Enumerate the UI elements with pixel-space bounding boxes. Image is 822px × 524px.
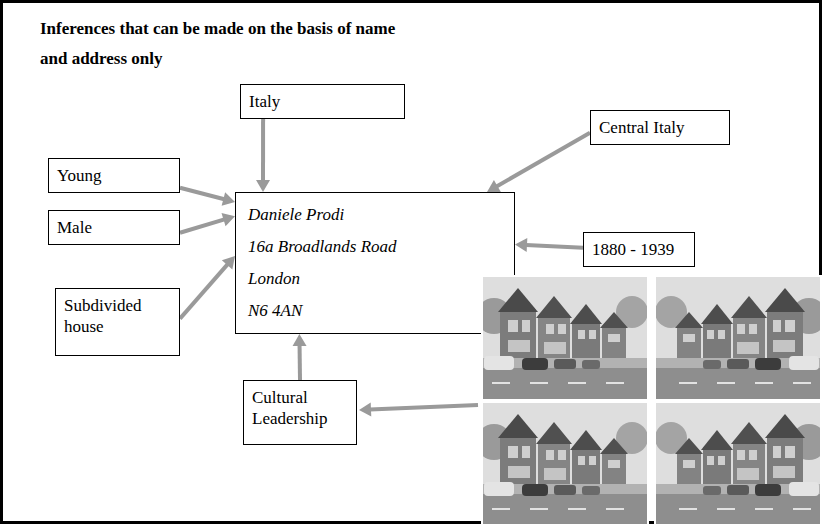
box-label: Subdivided house [64,295,171,337]
inference-box: Young [48,158,180,193]
arrow-line [298,345,302,380]
box-label: Italy [249,91,396,112]
address-line: London [248,263,502,295]
address-box: Daniele Prodi16a Broadlands RoadLondonN6… [235,192,515,334]
arrow-line [261,119,265,181]
address-line: 16a Broadlands Road [248,231,502,263]
street-photos [480,274,822,524]
photo-panel [655,402,822,524]
inference-arrow [180,256,235,319]
box-label: Young [57,165,171,186]
arrow-line [370,405,478,409]
box-label: 1880 - 1939 [592,239,686,260]
arrow-line [526,245,583,248]
photo-border [655,276,821,400]
arrow-line [180,264,228,318]
arrow-head [359,402,371,416]
arrow-head [222,256,235,270]
inference-box: Cultural Leadership [243,380,357,445]
inference-box: Subdivided house [55,288,180,356]
arrow-line [180,219,224,232]
arrow-line [497,133,590,187]
photo-border [655,402,821,524]
inference-arrow [293,334,307,380]
inference-box: Male [48,210,180,245]
arrow-head [256,180,270,192]
street-photo [480,402,648,524]
address-line: Daniele Prodi [248,199,502,231]
photo-border [482,276,648,400]
arrow-line [180,188,224,199]
inference-box: Italy [240,84,405,119]
arrow-head [221,213,235,226]
photo-panel [655,276,822,400]
diagram-title: Inferences that can be made on the basis… [40,14,412,74]
street-photo [480,276,648,400]
inference-box: Central Italy [590,110,730,145]
street-photo [655,402,822,524]
arrow-head [222,192,235,206]
photo-panel [480,276,648,400]
inference-arrow [515,238,583,252]
box-label: Cultural Leadership [252,387,348,429]
photo-border [482,402,648,524]
street-photo [655,276,822,400]
inference-arrow [180,213,235,233]
arrow-head [487,180,501,192]
inference-arrow [256,119,270,192]
box-label: Central Italy [599,117,721,138]
address-line: N6 4AN [248,295,502,327]
arrow-head [293,334,307,346]
leader-arrow [359,402,478,416]
inference-arrow [180,188,235,206]
inference-arrow [487,133,590,192]
arrow-head [515,238,527,252]
photo-panel [480,402,648,524]
box-label: Male [57,217,171,238]
inference-box: 1880 - 1939 [583,232,695,267]
